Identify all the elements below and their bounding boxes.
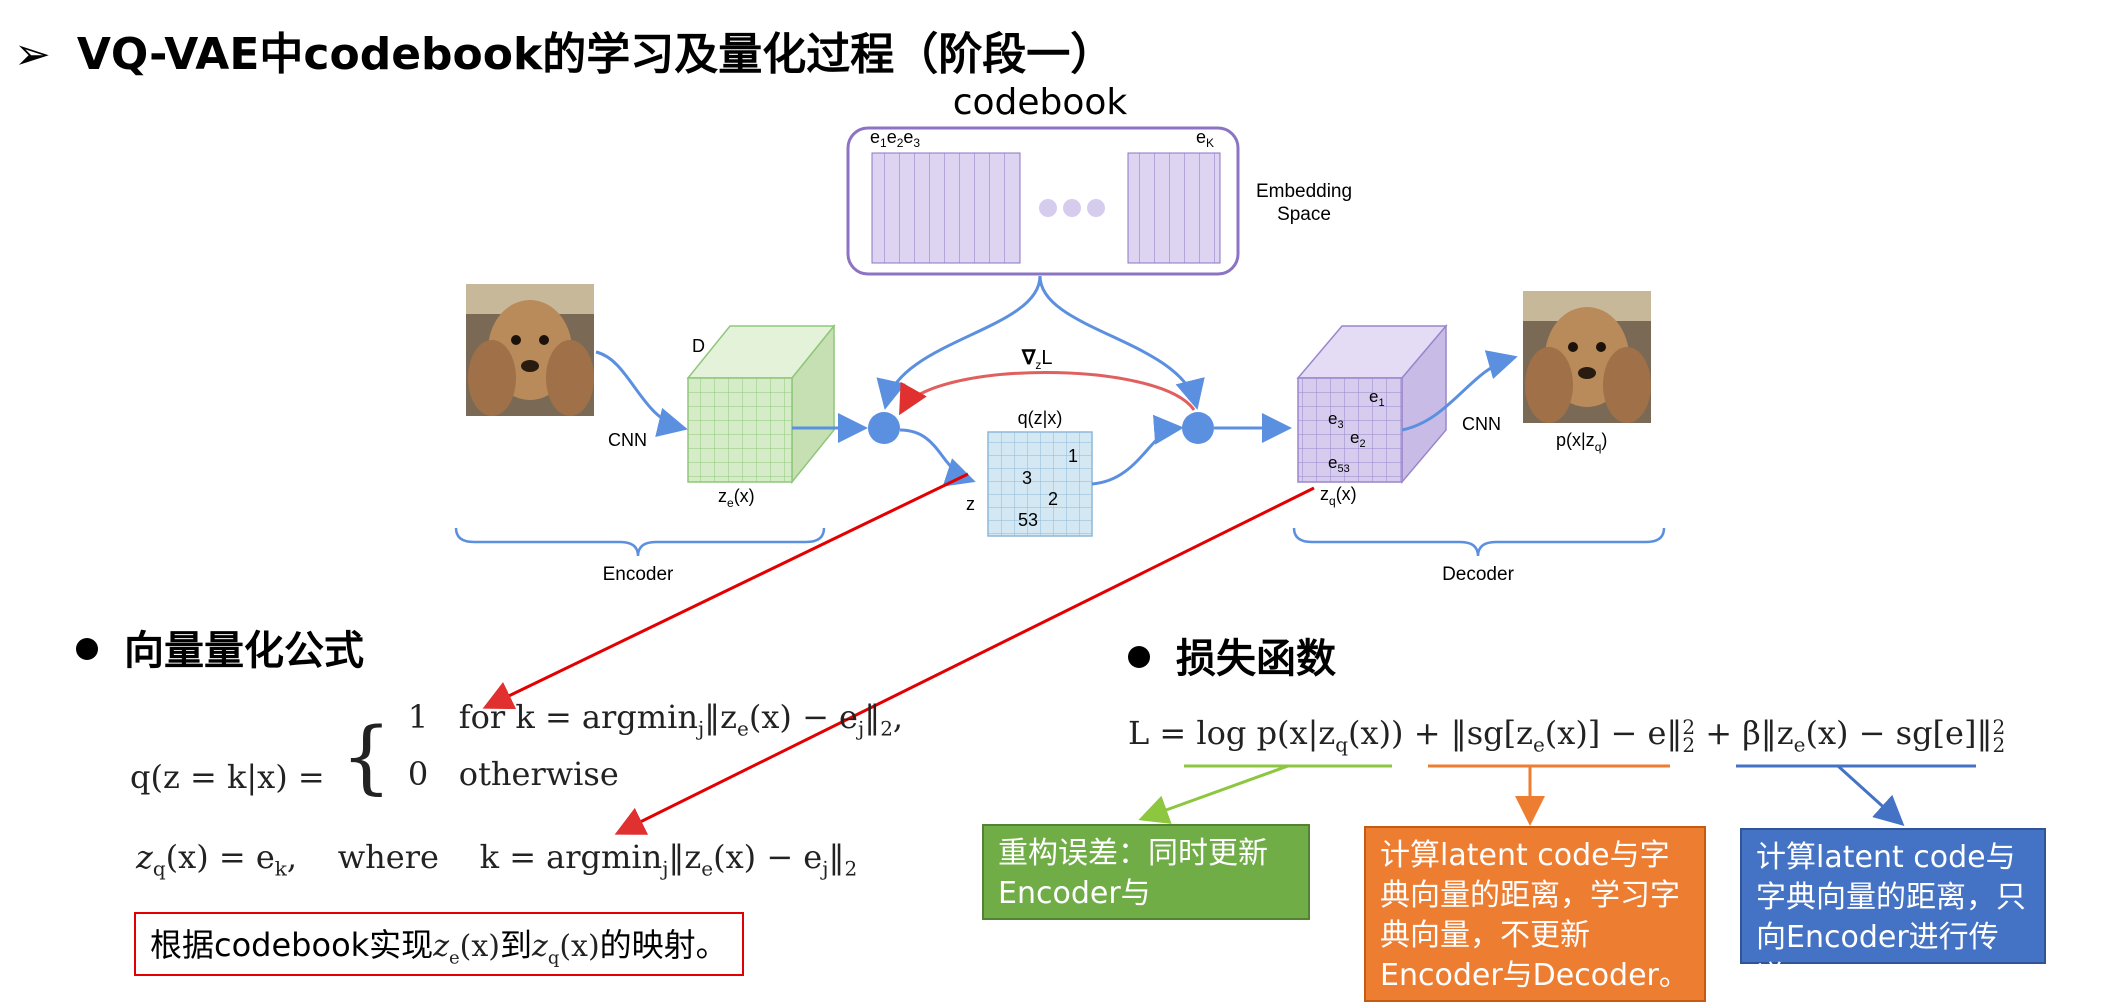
e1-sub: 1 [880, 136, 887, 150]
ze-tail: (x) [734, 486, 755, 506]
svg-text:eK: eK [1196, 127, 1214, 150]
grid-number-53: 53 [1018, 510, 1038, 530]
decoder-label: Decoder [1442, 564, 1514, 585]
svg-text:e3: e3 [1328, 409, 1344, 431]
codebook-vectors-right [1127, 152, 1221, 264]
e3-sub: 3 [913, 136, 920, 150]
cnn-left-label: CNN [608, 430, 647, 450]
svg-text:e1e2e3: e1e2e3 [870, 127, 920, 150]
flow-arrow [1401, 350, 1518, 432]
loss-arrow-blue [1836, 764, 1905, 827]
zq-formula: zq(x) = ek, where k = argminj‖ze(x) − ej… [136, 838, 858, 881]
slide-title: ➢ VQ-VAE中codebook的学习及量化过程（阶段一） [14, 18, 1114, 82]
grad-sub: z [1035, 358, 1041, 372]
loss-function-heading: 损失函数 [1128, 626, 1336, 684]
codebook-vectors-left [871, 152, 1021, 264]
qzx-label: q(z|x) [1018, 408, 1063, 428]
grid-number-3: 3 [1022, 468, 1032, 488]
pxzq-label: p(x|z [1556, 430, 1595, 450]
ellipsis-dot [1039, 199, 1057, 217]
z-label: z [966, 494, 975, 514]
eK-label: e [1196, 127, 1206, 147]
e2-sub: 2 [897, 136, 904, 150]
zq-tail: (x) [1336, 484, 1357, 504]
grid-number-2: 2 [1048, 489, 1058, 509]
svg-text:e1: e1 [1369, 387, 1385, 409]
D-label: D [692, 336, 705, 356]
dec-e2: e [1350, 428, 1359, 447]
red-link-arrow-2 [614, 486, 1315, 835]
bullet-dot-icon [76, 638, 98, 660]
mapping-note: 根据codebook实现ze(x)到zq(x)的映射。 [134, 912, 744, 977]
svg-text:∇zL: ∇zL [1021, 347, 1053, 372]
commitment-loss-box: 计算latent code与字典向量的距离，只向Encoder进行传递。 [1740, 828, 2046, 995]
decoder-input-cube [1296, 323, 1448, 485]
vq-formula-heading: 向量量化公式 [76, 618, 364, 676]
eK-sub: K [1206, 136, 1214, 150]
red-link-arrow-1 [482, 472, 969, 710]
e3-label: e [903, 127, 913, 147]
svg-text:e53: e53 [1328, 453, 1350, 475]
pxzq-tail: ) [1601, 430, 1607, 450]
svg-text:ze(x): ze(x) [718, 486, 755, 510]
gradient-arrow [899, 371, 1196, 416]
dec-e3: e [1328, 409, 1337, 428]
flow-arrow [595, 350, 688, 437]
grid-number-1: 1 [1068, 446, 1078, 466]
cnn-right-label: CNN [1462, 414, 1501, 434]
reconstructed-dog-image [1523, 291, 1651, 423]
dec-e1: e [1369, 387, 1378, 406]
loss-arrow-green [1138, 764, 1289, 824]
codebook-label: codebook [953, 82, 1128, 123]
codebook-loss-box: 计算latent code与字典向量的距离，学习字典向量，不更新Encoder与… [1364, 826, 1706, 1002]
ellipsis-dot [1063, 199, 1081, 217]
grad-label: ∇ [1021, 347, 1036, 369]
codebook-arrow-left [876, 275, 1042, 410]
quantize-node-left [868, 412, 900, 444]
flow-arrow [899, 428, 976, 487]
ellipsis-dot [1087, 199, 1105, 217]
qzx-grid [987, 431, 1093, 537]
quantization-formula: q(z = k|x) = { 1 for k = argminj‖ze(x) −… [130, 698, 904, 803]
encoder-output-cube [686, 323, 836, 485]
e1-label: e [870, 127, 880, 147]
zq-sub: q [1329, 494, 1336, 508]
zq-label: z [1320, 484, 1329, 504]
codebook-arrow-right [1038, 275, 1205, 410]
decoder-brace [1292, 527, 1666, 557]
encoder-label: Encoder [603, 564, 674, 585]
grad-tail: L [1041, 347, 1052, 369]
encoder-brace [454, 527, 826, 557]
title-arrow-icon: ➢ [14, 29, 51, 80]
svg-text:zq(x): zq(x) [1320, 484, 1357, 508]
ze-sub: e [727, 496, 734, 510]
bullet-dot-icon [1128, 646, 1150, 668]
reconstruction-loss-box: 重构误差：同时更新Encoder与Decoder。 [982, 824, 1310, 951]
dec-e53: e [1328, 453, 1337, 472]
quantize-node-right [1182, 412, 1214, 444]
e2-label: e [887, 127, 897, 147]
input-dog-image [466, 284, 594, 416]
svg-text:p(x|zq): p(x|zq) [1556, 430, 1607, 454]
ze-label: z [718, 486, 727, 506]
pxzq-sub: q [1595, 440, 1602, 454]
flow-arrow [1091, 414, 1184, 486]
title-text: VQ-VAE中codebook的学习及量化过程（阶段一） [76, 29, 1115, 80]
svg-text:e2: e2 [1350, 428, 1366, 450]
